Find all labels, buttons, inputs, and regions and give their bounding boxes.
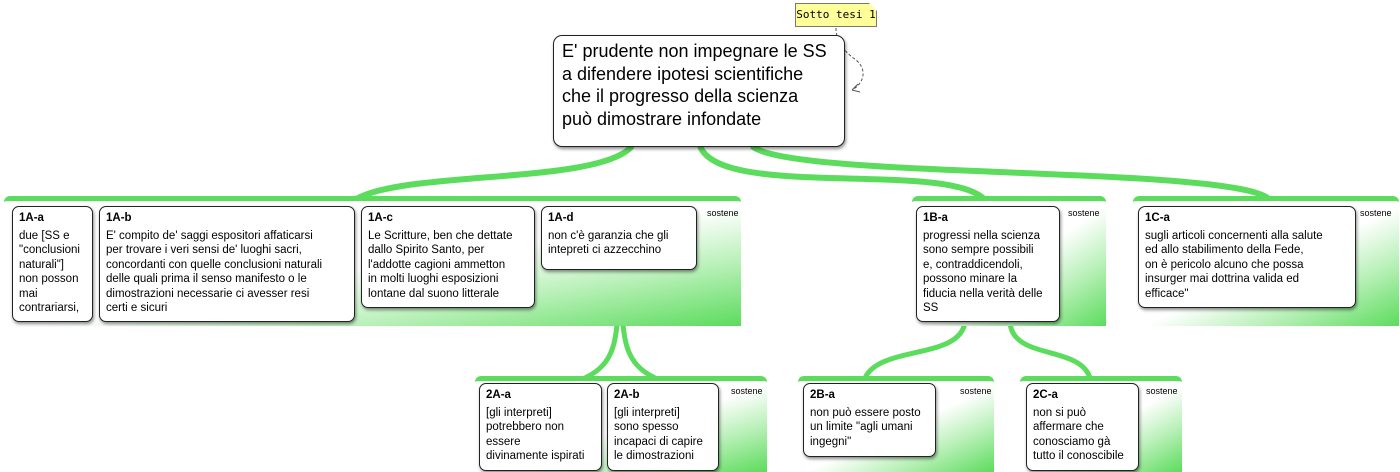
node-id: 1B-a [923, 212, 948, 224]
node-id: 1A-d [548, 212, 574, 224]
connector-1Ba-2B [862, 321, 968, 380]
node-text: [gli interpreti] potrebbero non essere d… [486, 406, 585, 463]
node-1A-c[interactable]: 1A-c Le Scritture, ben che dettate dallo… [361, 206, 535, 308]
node-text: [gli interpreti] sono spesso incapaci di… [614, 406, 703, 463]
node-text: non può essere posto un limite "agli uma… [810, 406, 921, 448]
node-text: sugli articoli concernenti alla salute e… [1145, 229, 1323, 300]
node-2A-a[interactable]: 2A-a [gli interpreti] potrebbero non ess… [479, 383, 602, 471]
node-text: due [SS e "conclusioni naturali"] non po… [19, 229, 80, 315]
node-2A-b[interactable]: 2A-b [gli interpreti] sono spesso incapa… [607, 383, 719, 471]
node-id: 2C-a [1033, 389, 1058, 401]
node-text: E' compito de' saggi espositori affatica… [106, 229, 323, 315]
node-1A-d[interactable]: 1A-d non c'è garanzia che gli intepreti … [541, 206, 697, 270]
group-label-2C: sostene [1146, 386, 1178, 396]
connector-main-1A [353, 143, 635, 203]
node-id: 1A-c [368, 212, 393, 224]
node-1A-b[interactable]: 1A-b E' compito de' saggi espositori aff… [99, 206, 355, 322]
node-1A-a[interactable]: 1A-a due [SS e "conclusioni naturali"] n… [12, 206, 93, 322]
node-2C-a[interactable]: 2C-a non si può affermare che conosciamo… [1026, 383, 1139, 471]
sticky-note[interactable]: Sotto tesi 1 [795, 3, 877, 27]
node-text: non si può affermare che conosciamo gà t… [1033, 406, 1124, 463]
node-id: 2B-a [810, 389, 835, 401]
main-claim[interactable]: E' prudente non impegnare le SS a difend… [553, 35, 845, 147]
group-label-2A: sostene [731, 386, 763, 396]
connector-1Ba-2C [1007, 321, 1093, 380]
group-label-1B: sostene [1068, 208, 1100, 218]
note-link-arrowhead [851, 83, 861, 93]
node-1B-a[interactable]: 1B-a progressi nella scienza sono sempre… [916, 206, 1060, 322]
node-id: 1A-a [19, 212, 44, 224]
group-label-1A: sostene [707, 208, 739, 218]
connector-main-1B [697, 144, 988, 203]
node-text: progressi nella scienza sono sempre poss… [923, 229, 1043, 315]
node-id: 1A-b [106, 212, 132, 224]
node-id: 2A-b [614, 389, 640, 401]
node-text: non c'è garanzia che gli intepreti ci az… [548, 229, 669, 257]
group-label-1C: sostene [1360, 208, 1392, 218]
node-text: Le Scritture, ben che dettate dallo Spir… [368, 229, 513, 300]
node-2B-a[interactable]: 2B-a non può essere posto un limite "agl… [803, 383, 936, 457]
connector-main-1C [750, 143, 1273, 203]
group-label-2B: sostene [960, 386, 992, 396]
node-1C-a[interactable]: 1C-a sugli articoli concernenti alla sal… [1138, 206, 1356, 308]
node-id: 2A-a [486, 389, 511, 401]
node-id: 1C-a [1145, 212, 1170, 224]
